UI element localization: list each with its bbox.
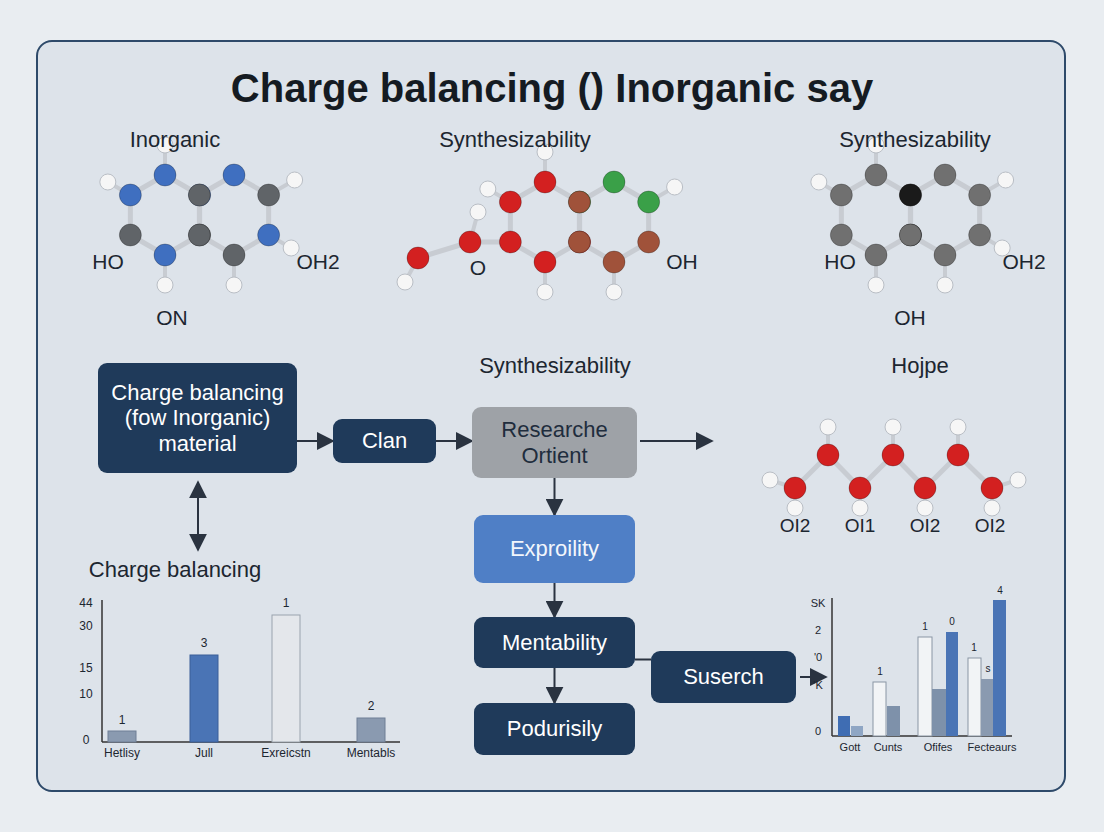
chart-label: 1 (971, 642, 977, 653)
connector-arrow (554, 668, 556, 703)
atom-label: OI2 (975, 516, 1006, 537)
chart-label: Hetlisy (104, 747, 140, 760)
chart-label: 10 (79, 688, 92, 701)
chart-label: Ofifes (924, 741, 953, 753)
atom-label: OI2 (780, 516, 811, 537)
chart-label: 15 (79, 662, 92, 675)
chart-label: Jull (195, 747, 213, 760)
section-heading: Synthesizability (439, 128, 591, 152)
chart-label: Cunts (874, 741, 903, 753)
section-heading: Charge balancing (89, 558, 261, 582)
section-heading: Synthesizability (839, 128, 991, 152)
section-heading: Inorganic (130, 128, 221, 152)
chart-label: 2 (815, 624, 821, 636)
atom-label: HO (824, 250, 856, 273)
atom-label: OH2 (296, 250, 339, 273)
chart-label: Mentabls (347, 747, 396, 760)
box-label: Suserch (683, 664, 764, 689)
chart-label: Exreicstn (261, 747, 310, 760)
connector-arrow (635, 659, 651, 661)
chart-label: 0 (83, 734, 90, 747)
arrow (640, 440, 712, 442)
box-label: Researche Ortient (484, 417, 625, 468)
bar-chart (832, 598, 1012, 736)
process-box: Researche Ortient (472, 407, 637, 478)
connector-arrow (297, 440, 333, 442)
chart-label: s (986, 663, 991, 674)
chart-label: Fecteaurs (968, 741, 1017, 753)
box-label: Clan (362, 428, 407, 453)
process-box: Charge balancing (fow Inorganic) materia… (98, 363, 297, 473)
chart-label: 0 (949, 616, 955, 627)
title: Charge balancing () Inorganic say (231, 66, 873, 110)
atom-label: OH2 (1002, 250, 1045, 273)
atom-label: ON (156, 306, 188, 329)
atom-label: O (470, 256, 486, 279)
process-box: Podurisily (474, 703, 635, 755)
connector-arrow (436, 440, 472, 442)
chart-label: 30 (79, 620, 92, 633)
process-box: Suserch (651, 651, 796, 703)
box-label: Mentability (502, 630, 607, 655)
chart-label: 44 (79, 597, 92, 610)
process-box: Clan (333, 419, 436, 463)
chart-label: 3 (201, 637, 208, 650)
chart-label: Gott (840, 741, 861, 753)
chart-label: 0 (815, 725, 821, 737)
chart-label: 1 (119, 714, 126, 727)
process-box: Mentability (474, 617, 635, 668)
bar-chart (102, 600, 400, 742)
box-label: Exproility (510, 536, 599, 561)
connector-arrow (554, 478, 556, 515)
arrow (800, 676, 826, 678)
section-heading: Hojpe (891, 354, 948, 378)
chart-label: SK (811, 597, 826, 609)
section-heading: Synthesizability (479, 354, 631, 378)
chart-label: 1 (877, 666, 883, 677)
chart-label: 1 (922, 621, 928, 632)
connector-arrow (554, 583, 556, 617)
chart-label: 1 (283, 597, 290, 610)
atom-label: OH (666, 250, 698, 273)
atom-label: OI2 (910, 516, 941, 537)
box-label: Charge balancing (fow Inorganic) materia… (110, 380, 285, 456)
chart-label: 4 (997, 585, 1003, 596)
atom-label: OH (894, 306, 926, 329)
chart-label: 2 (368, 700, 375, 713)
double-arrow (197, 482, 199, 550)
atom-label: OI1 (845, 516, 876, 537)
atom-label: HO (92, 250, 124, 273)
chart-label: 'K (813, 679, 822, 691)
box-label: Podurisily (507, 716, 602, 741)
process-box: Exproility (474, 515, 635, 583)
chart-label: '0 (814, 651, 822, 663)
